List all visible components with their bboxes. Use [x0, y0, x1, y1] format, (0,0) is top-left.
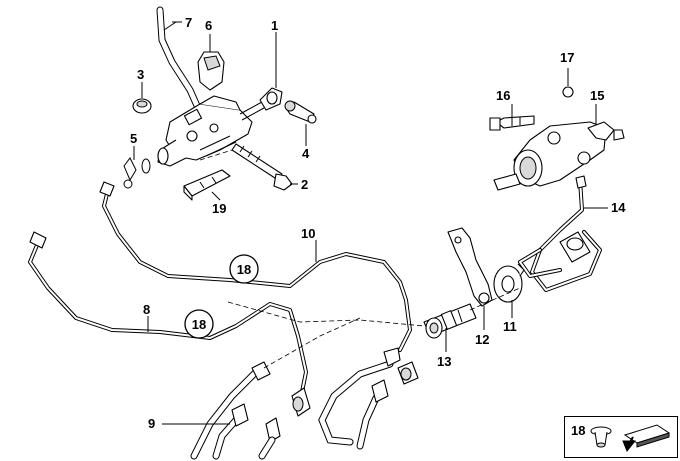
callout-16: 16 — [496, 88, 510, 103]
grommet — [132, 98, 152, 114]
reservoir-cap — [197, 51, 225, 91]
callout-6: 6 — [205, 18, 212, 33]
pipe-line-8 — [28, 181, 308, 394]
master-cylinder-group — [123, 6, 317, 201]
svg-text:18: 18 — [192, 317, 206, 332]
callout-10: 10 — [301, 226, 315, 241]
clip-icon — [590, 426, 612, 448]
slave-cylinder-group — [489, 86, 625, 191]
callout-13: 13 — [437, 354, 451, 369]
mounting-bolt — [231, 143, 293, 191]
callout-17: 17 — [560, 50, 574, 65]
callout-8: 8 — [143, 302, 150, 317]
callout-9: 9 — [148, 416, 155, 431]
callout-11: 11 — [503, 319, 517, 334]
legend-box: 18 — [564, 416, 678, 458]
callout-7: 7 — [185, 15, 192, 30]
quick-coupling — [423, 303, 477, 339]
bracket — [183, 169, 231, 201]
seal-ring — [493, 263, 525, 303]
callout-1: 1 — [271, 18, 278, 33]
callout-19: 19 — [212, 201, 226, 216]
callout-18-circle-upper: 18 — [229, 254, 259, 284]
callout-14: 14 — [611, 200, 626, 215]
callout-5: 5 — [130, 131, 137, 146]
legend-graphics — [590, 424, 671, 452]
heat-shield — [447, 227, 493, 307]
reservoir-hose — [156, 6, 202, 112]
svg-text:18: 18 — [237, 262, 251, 277]
callout-3: 3 — [137, 67, 144, 82]
push-rod-clevis — [239, 87, 283, 121]
callout-15: 15 — [590, 88, 604, 103]
leader-lines — [133, 21, 608, 425]
callout-2: 2 — [301, 177, 308, 192]
clevis-pin — [284, 100, 317, 124]
pipe-with-damper — [518, 175, 602, 292]
callout-18-circle-lower: 18 — [184, 309, 214, 339]
legend-label: 18 — [571, 423, 586, 438]
callout-4: 4 — [302, 146, 310, 161]
flex-hose-9 — [190, 347, 419, 460]
direction-arrow-icon — [622, 424, 671, 452]
callouts: 1 2 3 4 5 6 7 8 9 10 11 12 13 14 15 16 1… — [130, 15, 626, 431]
callout-12: 12 — [475, 332, 489, 347]
slave-cylinder — [493, 121, 615, 191]
slave-bolt — [489, 115, 535, 131]
assembly-lines — [199, 149, 521, 369]
master-cylinder — [157, 95, 253, 167]
bleed-cap — [562, 86, 574, 98]
spring-clip — [123, 157, 151, 189]
pipe-line-10 — [102, 188, 412, 352]
bleed-screw — [613, 129, 625, 141]
